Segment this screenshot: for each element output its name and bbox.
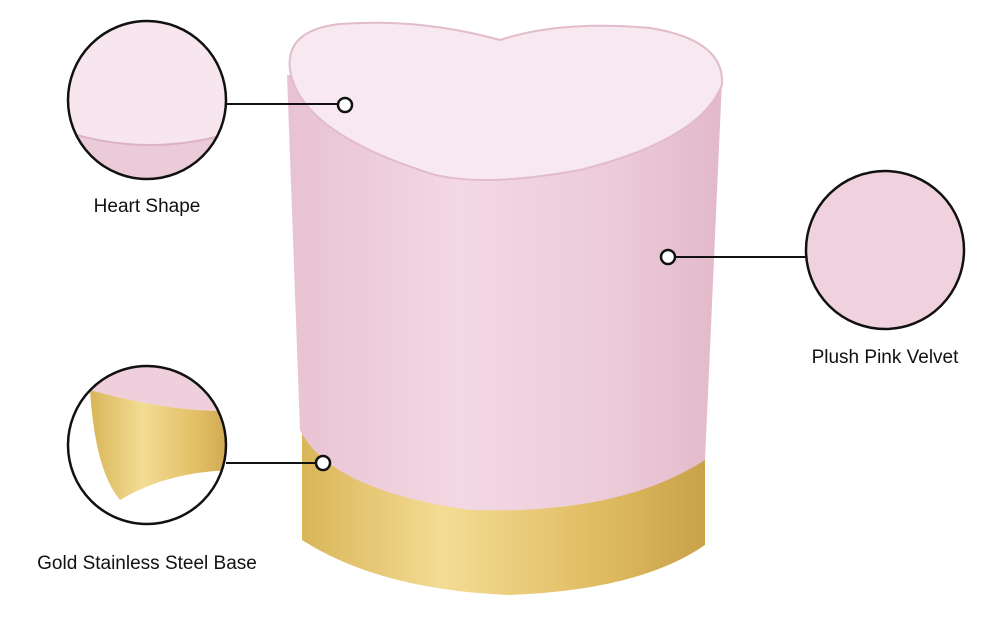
- label-plush-pink-velvet: Plush Pink Velvet: [811, 347, 959, 368]
- callout-gold-base: [66, 364, 332, 526]
- callout-dot: [314, 454, 332, 472]
- callout-dot: [336, 96, 354, 114]
- label-gold-base: Gold Stainless Steel Base: [37, 553, 257, 574]
- heart-top: [288, 21, 724, 181]
- callout-dot: [659, 248, 677, 266]
- callout-plush-pink-velvet: [659, 169, 966, 331]
- label-heart-shape: Heart Shape: [93, 196, 201, 217]
- velvet-body: [287, 75, 722, 511]
